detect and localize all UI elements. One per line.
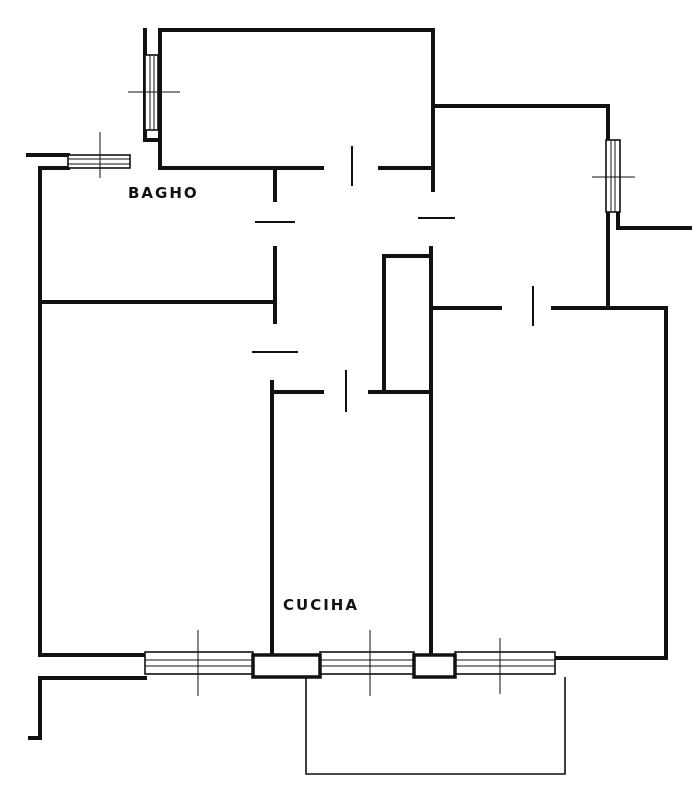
interior-walls — [38, 166, 610, 657]
windows — [67, 54, 635, 696]
wall-pier-right — [412, 653, 457, 679]
wall-pier-left — [251, 653, 322, 679]
balcony — [28, 676, 566, 775]
window-bottom-middle — [319, 630, 415, 696]
window-top-left — [67, 132, 131, 178]
window-bottom-right — [454, 638, 556, 694]
window-top-vertical — [128, 54, 180, 131]
window-right-vertical — [592, 139, 635, 213]
room-label-bathroom: BAGHO — [128, 184, 199, 202]
door-marks — [252, 146, 534, 412]
window-bottom-left — [144, 630, 254, 696]
room-label-kitchen: CUCIHA — [283, 596, 359, 614]
outer-walls — [26, 28, 692, 660]
